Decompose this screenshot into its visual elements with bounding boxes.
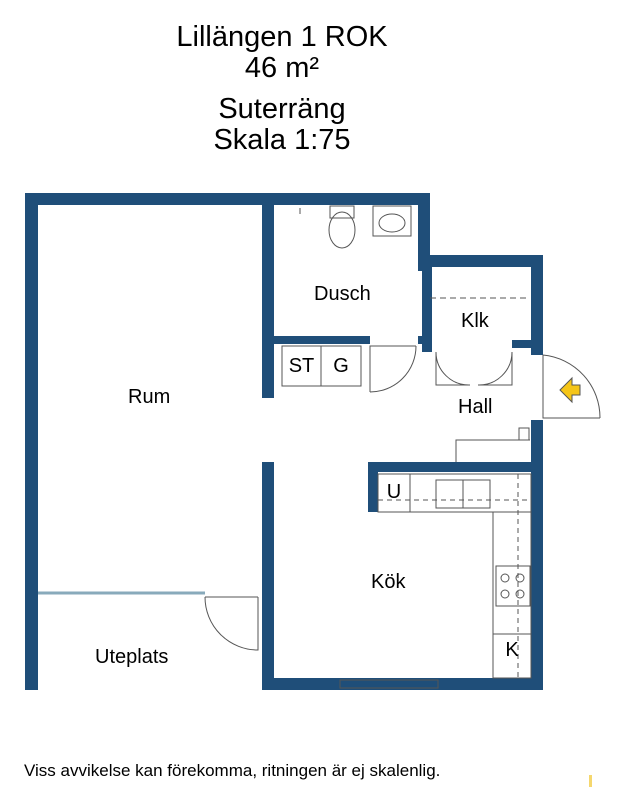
- klk-door-right: [477, 351, 513, 386]
- wall-top-left: [25, 193, 430, 205]
- wall-kok-left: [262, 462, 274, 690]
- apartment-name: Lillängen 1 ROK: [176, 21, 388, 53]
- hall-rail: [455, 439, 530, 462]
- apartment-area: 46 m²: [244, 52, 320, 84]
- stove-burner-3: [500, 589, 510, 599]
- plan-title-block: Lillängen 1 ROK 46 m² Suterräng Skala 1:…: [0, 22, 564, 156]
- fixture-label-g: G: [333, 355, 349, 377]
- room-label-rum: Rum: [128, 386, 171, 408]
- wall-rum-dusch: [262, 193, 274, 398]
- stove-burner-1: [500, 573, 510, 583]
- wall-kok-top: [368, 462, 543, 472]
- stove-burner-2: [515, 573, 525, 583]
- uteplats-door: [204, 596, 259, 651]
- wall-klk-top: [418, 255, 543, 267]
- dusch-door-swing: [369, 345, 417, 393]
- hall-radiator: [518, 427, 530, 441]
- stove-burner-4: [515, 589, 525, 599]
- corner-mark: [589, 775, 592, 787]
- fixture-label-st: ST: [288, 355, 315, 377]
- wall-right-lower: [531, 420, 543, 690]
- kitchen-window: [339, 679, 439, 689]
- fixtures-lines: [38, 205, 601, 689]
- klk-door-left: [435, 351, 471, 386]
- disclaimer-text: Viss avvikelse kan förekomma, ritningen …: [24, 761, 441, 780]
- walls: [25, 193, 543, 690]
- dusch-door-frame: [369, 345, 416, 392]
- entrance-arrow-icon: [559, 376, 581, 404]
- wall-dusch-right: [418, 193, 430, 271]
- kitchen-counter-top: [377, 473, 532, 513]
- washbasin-bowl: [378, 213, 406, 233]
- wall-dusch-bottom: [274, 336, 370, 344]
- fixture-label-k: K: [505, 639, 519, 661]
- entrance-frame: [542, 355, 600, 419]
- wall-right-upper: [531, 255, 543, 355]
- wall-bottom: [262, 678, 543, 690]
- room-label-klk: Klk: [461, 310, 489, 332]
- wall-klk-left: [422, 262, 432, 352]
- wall-klk-bottom: [512, 340, 531, 348]
- room-label-kok: Kök: [371, 571, 406, 593]
- wall-kok-u-left: [368, 462, 378, 512]
- washbasin: [372, 205, 412, 237]
- room-label-uteplats: Uteplats: [95, 646, 169, 668]
- entrance-swing: [542, 354, 601, 419]
- wall-left: [25, 193, 38, 690]
- fridge-k-box: [492, 633, 532, 679]
- stove: [495, 565, 531, 607]
- toilet-bowl: [328, 211, 356, 249]
- fixture-label-u: U: [386, 481, 402, 503]
- plan-scale: Skala 1:75: [213, 124, 351, 156]
- toilet-tank: [329, 205, 355, 219]
- floor-level: Suterräng: [218, 93, 346, 125]
- room-label-dusch: Dusch: [314, 283, 371, 305]
- room-label-hall: Hall: [458, 396, 493, 418]
